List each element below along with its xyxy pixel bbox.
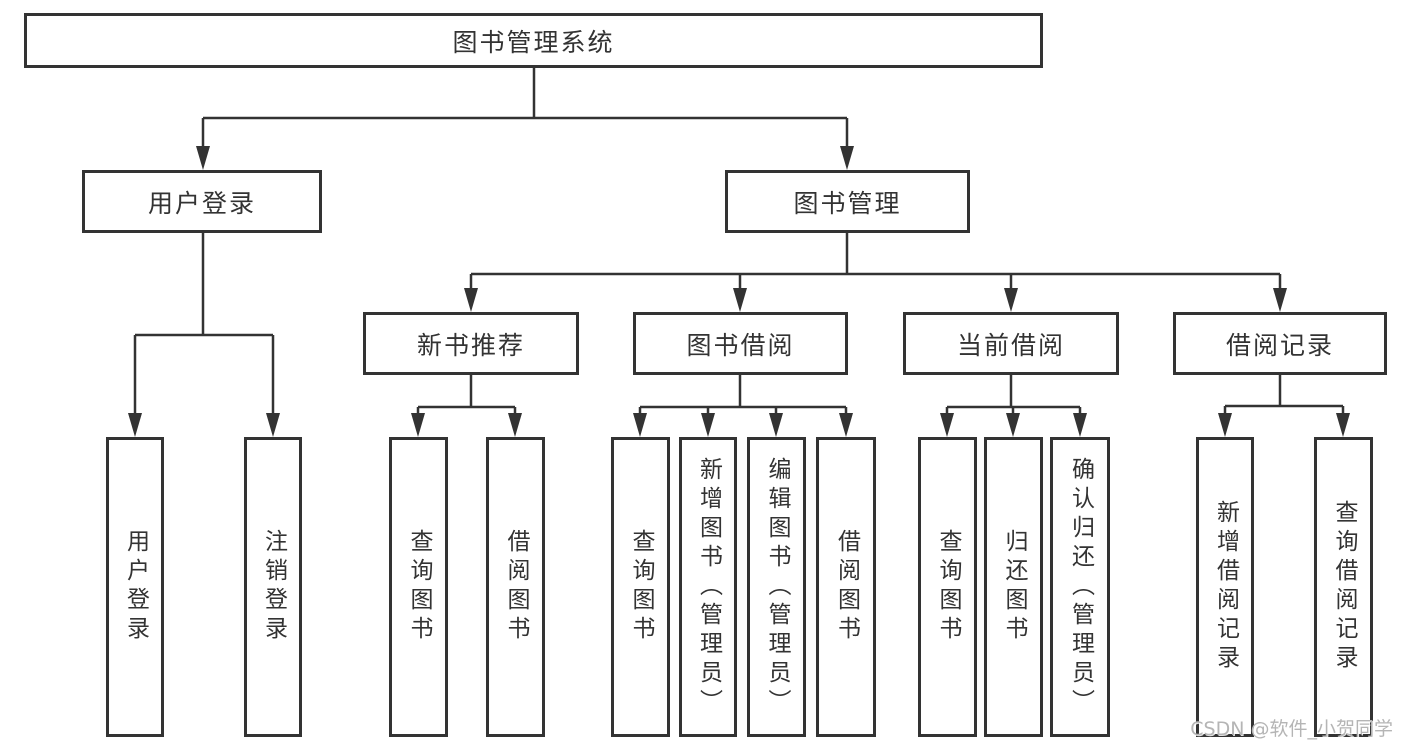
leaf-confirm-return-admin: 确认归还（管理员）	[1050, 437, 1110, 737]
leaf-user-login-label: 用户登录	[122, 529, 149, 645]
node-root-system: 图书管理系统	[24, 13, 1043, 68]
leaf-query-borrow-record: 查询借阅记录	[1314, 437, 1373, 737]
csdn-watermark: CSDN @软件_小贺同学	[1190, 718, 1393, 740]
leaf-return-books: 归还图书	[984, 437, 1043, 737]
trunk-root	[203, 68, 847, 120]
leaf-user-login: 用户登录	[106, 437, 164, 737]
node-new-book-recommend: 新书推荐	[363, 312, 579, 375]
leaf-return-books-label: 归还图书	[1001, 529, 1027, 645]
leaf-add-books-admin-label: 新增图书（管理员）	[695, 456, 722, 718]
leaf-edit-books-admin: 编辑图书（管理员）	[747, 437, 806, 737]
trunk-borrow-records	[1225, 375, 1343, 408]
leaf-borrow-books-recommend-label: 借阅图书	[503, 529, 529, 645]
arrow-shafts	[133, 118, 1345, 415]
trunk-user-login	[135, 233, 273, 337]
leaf-confirm-return-admin-label: 确认归还（管理员）	[1067, 456, 1094, 718]
leaf-query-books-current: 查询图书	[918, 437, 977, 737]
leaf-borrow-books: 借阅图书	[816, 437, 876, 737]
leaf-query-books-borrow-label: 查询图书	[628, 529, 654, 645]
trunk-book-borrow	[640, 375, 846, 409]
leaf-borrow-books-recommend: 借阅图书	[486, 437, 545, 737]
leaf-logout-label: 注销登录	[260, 529, 287, 645]
leaf-query-books-recommend-label: 查询图书	[406, 529, 432, 645]
node-book-borrow: 图书借阅	[633, 312, 848, 375]
node-user-login: 用户登录	[82, 170, 322, 233]
trunk-current-borrow	[947, 375, 1080, 409]
trunk-book-management	[471, 233, 1280, 276]
node-book-management: 图书管理	[725, 170, 970, 233]
node-current-borrow: 当前借阅	[903, 312, 1119, 375]
leaf-query-borrow-record-label: 查询借阅记录	[1331, 500, 1357, 674]
leaf-query-books-current-label: 查询图书	[935, 529, 961, 645]
leaf-query-books-borrow: 查询图书	[611, 437, 670, 737]
leaf-add-borrow-record-label: 新增借阅记录	[1212, 500, 1239, 674]
leaf-edit-books-admin-label: 编辑图书（管理员）	[764, 456, 790, 718]
leaf-logout: 注销登录	[244, 437, 302, 737]
leaf-add-borrow-record: 新增借阅记录	[1196, 437, 1254, 737]
leaf-borrow-books-label: 借阅图书	[833, 529, 860, 645]
leaf-query-books-recommend: 查询图书	[389, 437, 448, 737]
trunk-new-book-recommend	[418, 375, 515, 409]
node-borrow-records: 借阅记录	[1173, 312, 1387, 375]
leaf-add-books-admin: 新增图书（管理员）	[679, 437, 737, 737]
